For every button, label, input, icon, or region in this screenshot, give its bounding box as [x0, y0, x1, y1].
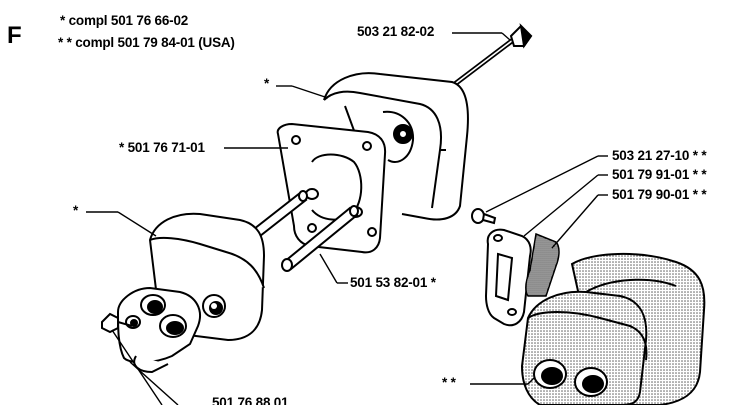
label-503-21-82-02: 503 21 82-02: [357, 24, 435, 39]
screw-part: [471, 208, 497, 225]
label-501-76-88-01: 501 76 88 01: [212, 395, 289, 405]
spark-screen-part: [525, 232, 560, 297]
small-bolt-part: [101, 312, 133, 334]
note-double-star: * * compl 501 79 84-01 (USA): [58, 35, 235, 50]
label-double-star-bottom: * *: [442, 375, 456, 390]
label-503-21-27-10: 503 21 27-10 * *: [612, 148, 707, 163]
front-plate-part: [116, 286, 201, 374]
leader-lines: [86, 32, 608, 405]
section-letter: F: [7, 22, 22, 49]
label-501-53-82-01: 501 53 82-01 *: [350, 275, 436, 290]
gasket-part: [276, 122, 387, 254]
label-star-top: *: [264, 76, 270, 91]
label-501-76-71-01: * 501 76 71-01: [119, 140, 205, 155]
label-star-left: *: [73, 203, 79, 218]
label-501-79-91-01: 501 79 91-01 * *: [612, 167, 707, 182]
usa-muffler-part: [520, 252, 706, 405]
note-single-star: * compl 501 76 66-02: [60, 13, 189, 28]
bracket-part: [484, 228, 532, 327]
label-501-79-90-01: 501 79 90-01 * *: [612, 187, 707, 202]
